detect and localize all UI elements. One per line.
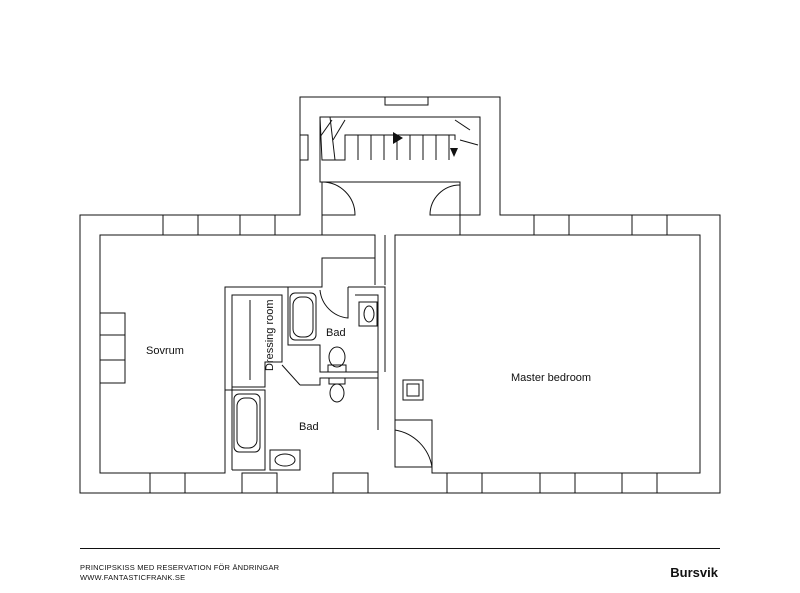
inner-wall-stair bbox=[319, 116, 481, 216]
footer-divider bbox=[80, 548, 720, 549]
door-arc-hall bbox=[394, 419, 433, 468]
room-label-sovrum: Sovrum bbox=[146, 345, 184, 357]
door-arc-stair-left bbox=[321, 181, 356, 216]
inner-wall-right bbox=[394, 234, 701, 474]
bathtub-lower bbox=[233, 393, 261, 453]
sink-lower bbox=[269, 449, 301, 471]
footer-disclaimer: PRINCIPSKISS MED RESERVATION FÖR ÄNDRING… bbox=[80, 563, 279, 583]
floor-plan: Sovrum Dressing room Bad Bad Master bedr… bbox=[79, 96, 721, 494]
wardrobe bbox=[99, 312, 126, 384]
windows bbox=[149, 96, 668, 494]
stair-treads bbox=[319, 116, 479, 161]
toilet-lower bbox=[329, 383, 345, 403]
room-label-bad-upper: Bad bbox=[326, 327, 346, 339]
tile-stove bbox=[402, 379, 424, 401]
disclaimer-line-2: WWW.FANTASTICFRANK.SE bbox=[80, 573, 186, 582]
disclaimer-line-1: PRINCIPSKISS MED RESERVATION FÖR ÄNDRING… bbox=[80, 563, 280, 572]
staircase bbox=[319, 116, 456, 161]
brand-name: Bursvik bbox=[670, 565, 718, 580]
room-label-dressing-room: Dressing room bbox=[264, 299, 276, 371]
room-label-master-bedroom: Master bedroom bbox=[511, 372, 591, 384]
stair-arrow-right-icon bbox=[393, 132, 403, 144]
stair-arrow-down-icon bbox=[450, 148, 458, 157]
bathtub-upper bbox=[289, 292, 317, 341]
outer-wall bbox=[79, 96, 721, 494]
door-arc-bathroom bbox=[319, 287, 349, 319]
sink-upper bbox=[358, 301, 378, 327]
toilet-upper bbox=[328, 346, 346, 368]
door-arc-stair-right bbox=[429, 184, 461, 216]
room-label-bad-lower: Bad bbox=[299, 421, 319, 433]
